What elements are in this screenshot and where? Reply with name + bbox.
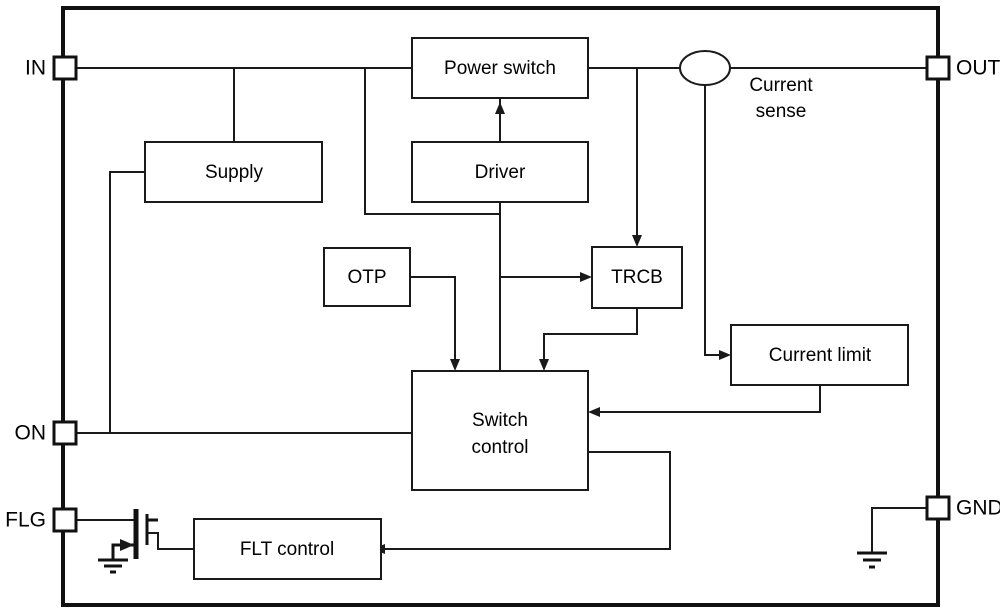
block-trcb-label: TRCB: [611, 267, 663, 288]
gnd-ground-symbol: [857, 551, 887, 569]
arrowhead-trcb-to-switch-control: [539, 359, 549, 371]
wire-sense-to-current-limit: [704, 85, 723, 356]
pin-gnd[interactable]: GND: [925, 495, 1000, 521]
block-current-limit[interactable]: Current limit: [730, 324, 909, 386]
flg-ground-symbol: [98, 558, 128, 574]
block-power-switch-rect[interactable]: [411, 37, 589, 99]
blocks: Power switch Supply Driver OTP TRCB: [144, 37, 909, 580]
block-flt-control-label: FLT control: [240, 539, 334, 560]
wire-otp-to-switch-control: [410, 276, 456, 363]
block-supply-rect[interactable]: [144, 141, 323, 203]
block-current-limit-rect[interactable]: [730, 324, 909, 386]
block-driver-rect[interactable]: [411, 141, 589, 203]
block-driver-label: Driver: [475, 162, 526, 183]
arrowhead-otp-to-switch-control: [450, 359, 460, 371]
arrowhead-to-trcb-top: [632, 235, 642, 247]
wire-trcb-to-switch-control: [543, 308, 638, 363]
pin-in-square[interactable]: [52, 55, 78, 81]
block-power-switch[interactable]: Power switch: [411, 37, 589, 99]
block-power-switch-label: Power switch: [444, 58, 556, 79]
wiring: [75, 67, 928, 554]
annotations: Current sense: [749, 75, 813, 122]
pin-out-square[interactable]: [925, 55, 951, 81]
pin-on-square[interactable]: [52, 420, 78, 446]
device-boundary: [61, 6, 940, 607]
current-sense-label-line1: Current: [749, 75, 813, 96]
arrowhead-to-trcb-left: [580, 272, 592, 282]
pin-gnd-label: GND: [956, 497, 1000, 520]
block-otp-label: OTP: [347, 267, 386, 288]
wire-tap-to-trcb: [499, 214, 584, 278]
arrowhead-current-limit-to-switch-control: [588, 407, 600, 417]
pin-flg-square[interactable]: [52, 507, 78, 533]
wire-supply-to-on-rail: [109, 171, 145, 433]
pin-out-label: OUT: [956, 57, 1000, 80]
wire-in-tap-down: [364, 68, 500, 215]
block-switch-control[interactable]: Switch control: [411, 370, 589, 491]
flg-nmos-symbol: [98, 509, 158, 574]
block-trcb-rect[interactable]: [591, 246, 683, 309]
block-driver[interactable]: Driver: [411, 141, 589, 203]
block-otp[interactable]: OTP: [323, 247, 411, 307]
wire-gnd-to-ground-symbol: [871, 507, 928, 553]
block-switch-control-label-line1: Switch: [472, 410, 528, 431]
wire-flt-to-mosfet-drain: [147, 532, 194, 550]
block-trcb[interactable]: TRCB: [591, 246, 683, 309]
block-flt-control[interactable]: FLT control: [193, 518, 382, 580]
current-sense-label-line2: sense: [756, 101, 807, 122]
pin-on-label: ON: [15, 422, 47, 445]
current-sense-ellipse: [679, 50, 731, 86]
pin-gnd-square[interactable]: [925, 495, 951, 521]
pin-flg-label: FLG: [5, 509, 46, 532]
block-switch-control-label-line2: control: [471, 437, 528, 458]
block-flt-control-rect[interactable]: [193, 518, 382, 580]
block-supply-label: Supply: [205, 162, 264, 183]
wire-current-limit-to-switch-control: [596, 385, 821, 413]
block-supply[interactable]: Supply: [144, 141, 323, 203]
pin-out[interactable]: OUT: [925, 55, 1000, 81]
pin-on[interactable]: ON: [15, 420, 78, 446]
wire-switch-control-to-flt: [381, 451, 671, 550]
pin-in-label: IN: [25, 57, 46, 80]
block-current-limit-label: Current limit: [769, 345, 872, 366]
arrowhead-to-current-limit: [719, 350, 731, 360]
pins: IN ON FLG OUT GND: [5, 55, 1000, 533]
arrowhead-to-driver: [495, 102, 505, 114]
mosfet-source-arrow: [120, 539, 134, 551]
block-switch-control-rect[interactable]: [411, 370, 589, 491]
pin-in[interactable]: IN: [25, 55, 78, 81]
pin-flg[interactable]: FLG: [5, 507, 78, 533]
block-otp-rect[interactable]: [323, 247, 411, 307]
